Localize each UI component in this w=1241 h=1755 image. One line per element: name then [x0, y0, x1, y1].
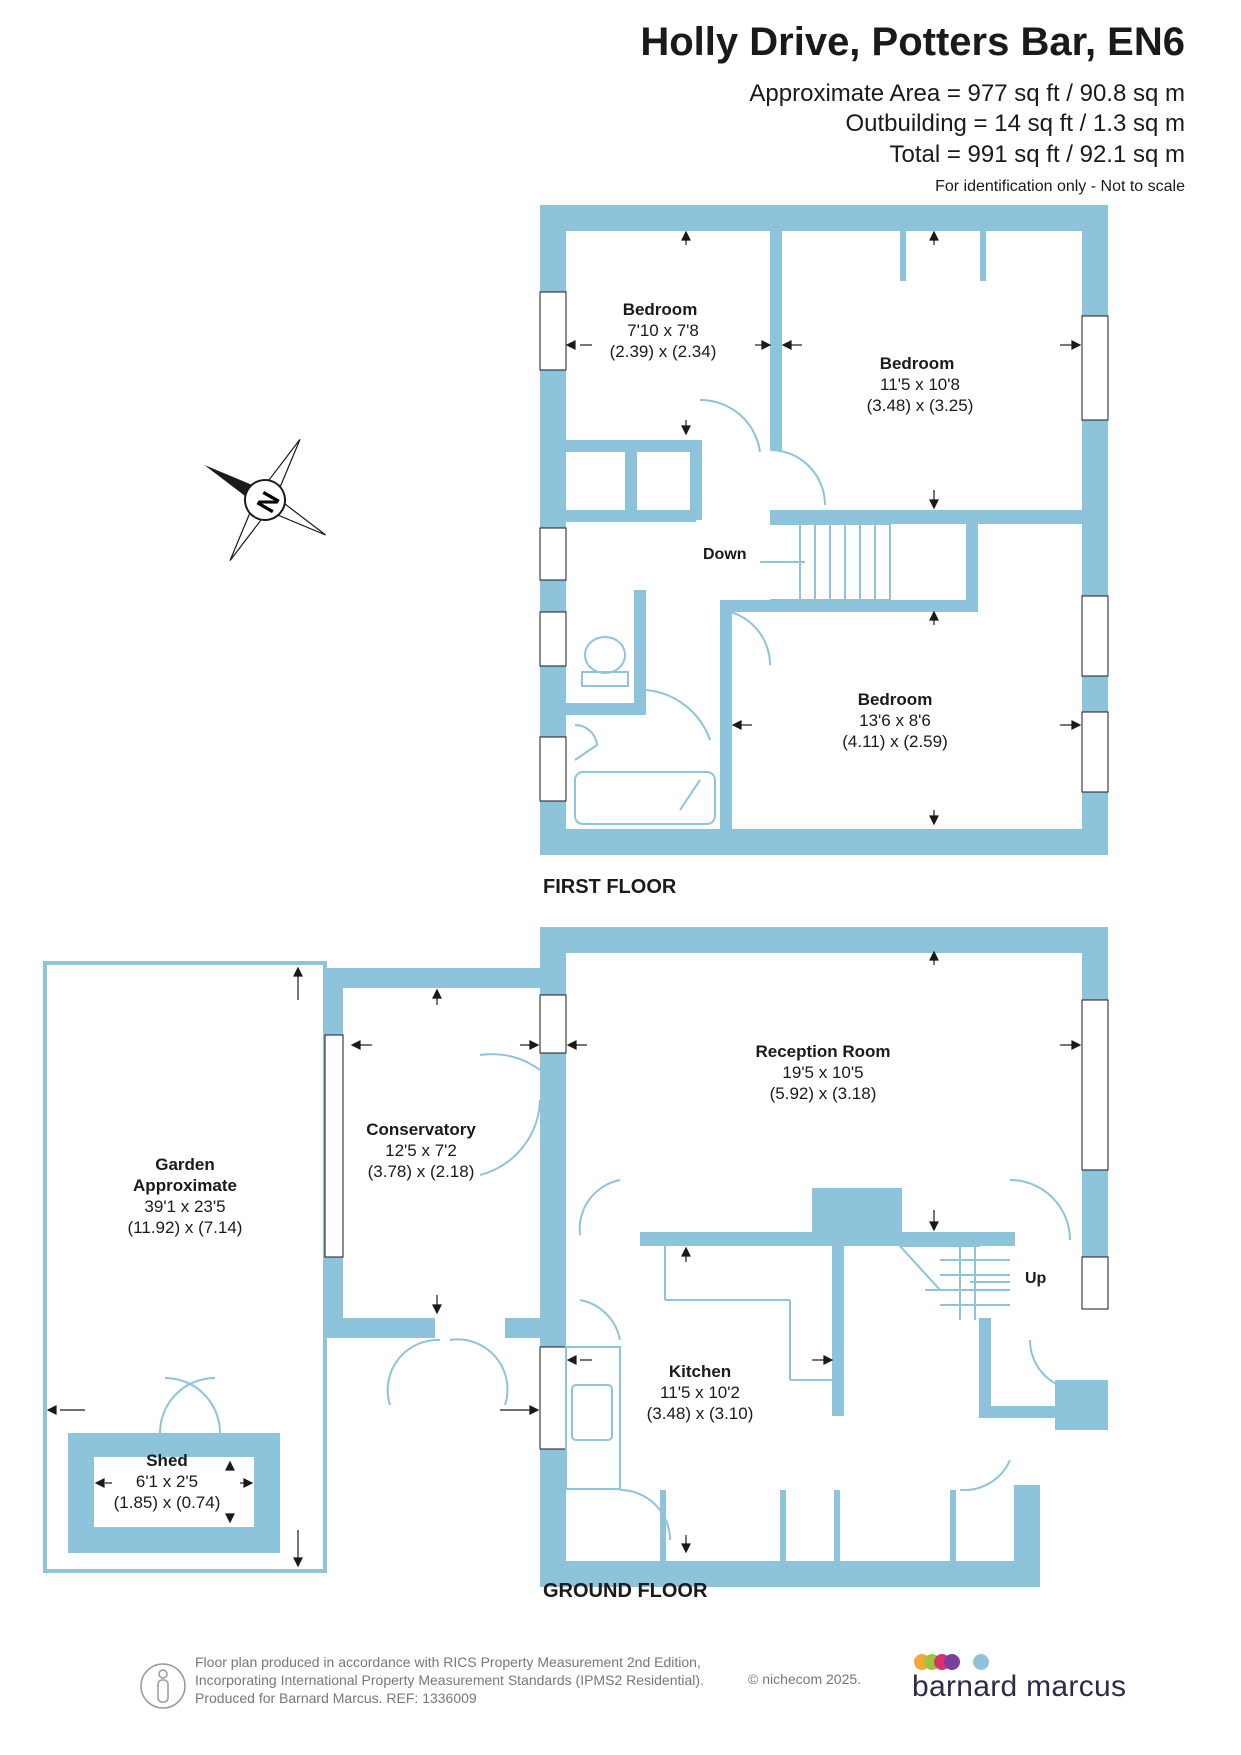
- footer-line-2: Incorporating International Property Mea…: [195, 1672, 704, 1688]
- stairs-down-label: Down: [703, 546, 747, 563]
- reception-metric: (5.92) x (3.18): [770, 1084, 877, 1103]
- property-title: Holly Drive, Potters Bar, EN6: [640, 20, 1185, 64]
- ground-floor-label: GROUND FLOOR: [543, 1580, 708, 1602]
- bedroom-1-name: Bedroom: [623, 300, 698, 319]
- stairs-up-label: Up: [1025, 1270, 1047, 1287]
- footer-text: Floor plan produced in accordance with R…: [195, 1653, 704, 1707]
- doors: [159, 398, 1083, 1541]
- bedroom-2-imperial: 11'5 x 10'8: [880, 375, 960, 394]
- shed-name: Shed: [146, 1451, 188, 1470]
- kitchen-fixtures: [565, 1246, 832, 1490]
- reception-name: Reception Room: [755, 1042, 890, 1061]
- bedroom-2-metric: (3.48) x (3.25): [867, 396, 974, 415]
- copyright-text: © nichecom 2025.: [748, 1671, 862, 1687]
- footer-line-3: Produced for Barnard Marcus. REF: 133600…: [195, 1690, 477, 1706]
- garden-approximate: Approximate: [133, 1176, 237, 1195]
- bathroom-fixtures: [574, 636, 716, 825]
- bedroom-3-imperial: 13'6 x 8'6: [859, 711, 931, 730]
- bedroom-1-metric: (2.39) x (2.34): [610, 342, 717, 361]
- approximate-area: Approximate Area = 977 sq ft / 90.8 sq m: [749, 80, 1185, 107]
- outbuilding-area: Outbuilding = 14 sq ft / 1.3 sq m: [845, 110, 1185, 137]
- person-icon: [140, 1663, 186, 1709]
- footer-line-1: Floor plan produced in accordance with R…: [195, 1654, 701, 1670]
- bedroom-3-metric: (4.11) x (2.59): [842, 732, 948, 751]
- windows: [324, 291, 1109, 1450]
- kitchen-imperial: 11'5 x 10'2: [660, 1383, 740, 1402]
- conservatory-name: Conservatory: [366, 1120, 476, 1139]
- first-floor-label: FIRST FLOOR: [543, 876, 677, 898]
- kitchen-name: Kitchen: [669, 1362, 731, 1381]
- garden-boundary: [43, 961, 327, 1573]
- walls-ground-floor: [68, 927, 1108, 1587]
- conservatory-metric: (3.78) x (2.18): [368, 1162, 475, 1181]
- bedroom-3-name: Bedroom: [858, 690, 933, 709]
- stairs-first-floor: [760, 523, 891, 601]
- kitchen-metric: (3.48) x (3.10): [647, 1404, 754, 1423]
- conservatory-imperial: 12'5 x 7'2: [385, 1141, 457, 1160]
- room-labels: Bedroom 7'10 x 7'8 (2.39) x (2.34) Bedro…: [114, 300, 974, 1512]
- garden-imperial: 39'1 x 23'5: [144, 1197, 225, 1216]
- north-compass: [204, 439, 326, 561]
- brand-logo-dots: [914, 1654, 989, 1670]
- bedroom-1-imperial: 7'10 x 7'8: [627, 321, 699, 340]
- bedroom-2-name: Bedroom: [880, 354, 955, 373]
- shed-imperial: 6'1 x 2'5: [136, 1472, 198, 1491]
- garden-metric: (11.92) x (7.14): [128, 1218, 243, 1237]
- brand-name: barnard marcus: [912, 1670, 1127, 1703]
- garden-name: Garden: [155, 1155, 215, 1174]
- reception-imperial: 19'5 x 10'5: [782, 1063, 863, 1082]
- scale-note: For identification only - Not to scale: [935, 178, 1185, 195]
- stairs-ground-floor: [899, 1245, 1010, 1320]
- shed-metric: (1.85) x (0.74): [114, 1493, 221, 1512]
- total-area: Total = 991 sq ft / 92.1 sq m: [889, 141, 1186, 168]
- measurement-arrows: [46, 230, 1082, 1568]
